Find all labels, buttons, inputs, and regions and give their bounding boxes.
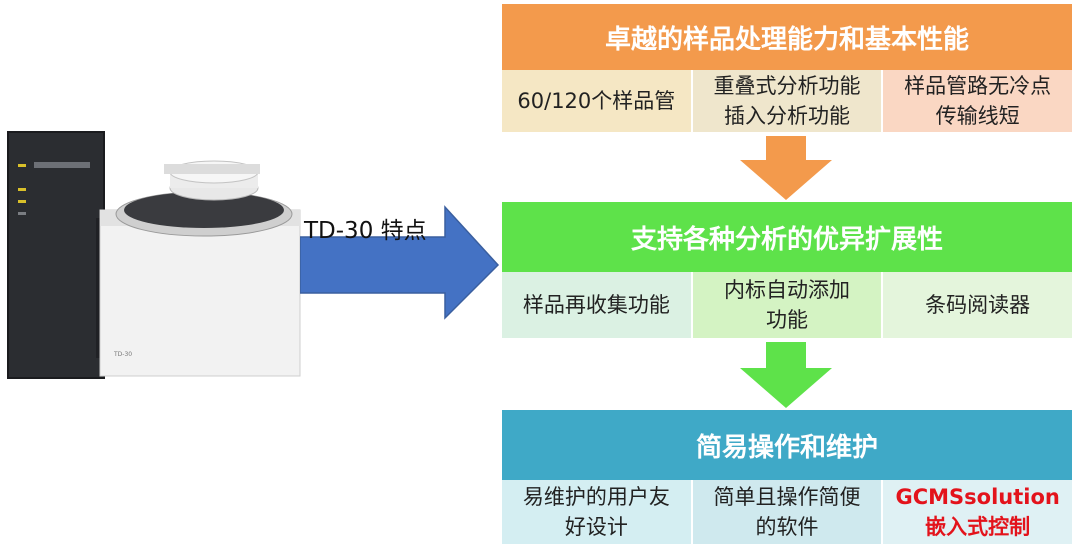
feature-text: 功能: [766, 308, 808, 332]
down-arrow-orange: [740, 136, 832, 200]
feature-text: 60/120个样品管: [517, 89, 676, 113]
feature-cell: 重叠式分析功能 插入分析功能: [690, 70, 882, 132]
feature-cells: 60/120个样品管 重叠式分析功能 插入分析功能 样品管路无冷点 传输线短: [502, 70, 1073, 132]
feature-text: 插入分析功能: [724, 104, 850, 128]
feature-text: 条码阅读器: [925, 293, 1031, 317]
feature-text: 重叠式分析功能: [713, 74, 861, 98]
feature-text: 易维护的用户友: [522, 485, 670, 509]
section-processing-performance: 卓越的样品处理能力和基本性能 60/120个样品管 重叠式分析功能 插入分析功能…: [502, 4, 1073, 132]
td30-instrument-image: TD-30: [7, 131, 301, 379]
feature-cell: 内标自动添加 功能: [690, 272, 882, 338]
section-title: 卓越的样品处理能力和基本性能: [502, 4, 1072, 70]
section-easy-maintenance: 简易操作和维护 易维护的用户友 好设计 简单且操作简便 的软件 GCMSsolu…: [502, 410, 1073, 544]
section-extensibility: 支持各种分析的优异扩展性 样品再收集功能 内标自动添加 功能 条码阅读器: [502, 202, 1073, 338]
instrument-model-text: TD-30: [113, 351, 132, 358]
feature-cell: 易维护的用户友 好设计: [502, 480, 691, 544]
feature-text: 嵌入式控制: [925, 515, 1031, 539]
big-right-arrow: [300, 205, 500, 320]
feature-text: 内标自动添加: [724, 278, 850, 302]
feature-cell-highlight: GCMSsolution 嵌入式控制: [881, 480, 1073, 544]
section-title: 支持各种分析的优异扩展性: [502, 202, 1072, 272]
feature-text: 样品再收集功能: [522, 293, 670, 317]
feature-cell: 样品再收集功能: [502, 272, 691, 338]
feature-cells: 样品再收集功能 内标自动添加 功能 条码阅读器: [502, 272, 1073, 338]
feature-cells: 易维护的用户友 好设计 简单且操作简便 的软件 GCMSsolution 嵌入式…: [502, 480, 1073, 544]
feature-cell: 简单且操作简便 的软件: [690, 480, 882, 544]
feature-text: 传输线短: [935, 104, 1020, 128]
section-title: 简易操作和维护: [502, 410, 1072, 480]
feature-label: TD-30 特点: [304, 218, 427, 244]
feature-text: 的软件: [755, 515, 819, 539]
feature-text: 好设计: [564, 515, 628, 539]
feature-text: 简单且操作简便: [713, 485, 861, 509]
feature-cell: 条码阅读器: [881, 272, 1073, 338]
feature-cell: 60/120个样品管: [502, 70, 691, 132]
down-arrow-green: [740, 342, 832, 408]
feature-cell: 样品管路无冷点 传输线短: [881, 70, 1073, 132]
feature-text: 样品管路无冷点: [904, 74, 1052, 98]
feature-text: GCMSsolution: [895, 485, 1060, 509]
